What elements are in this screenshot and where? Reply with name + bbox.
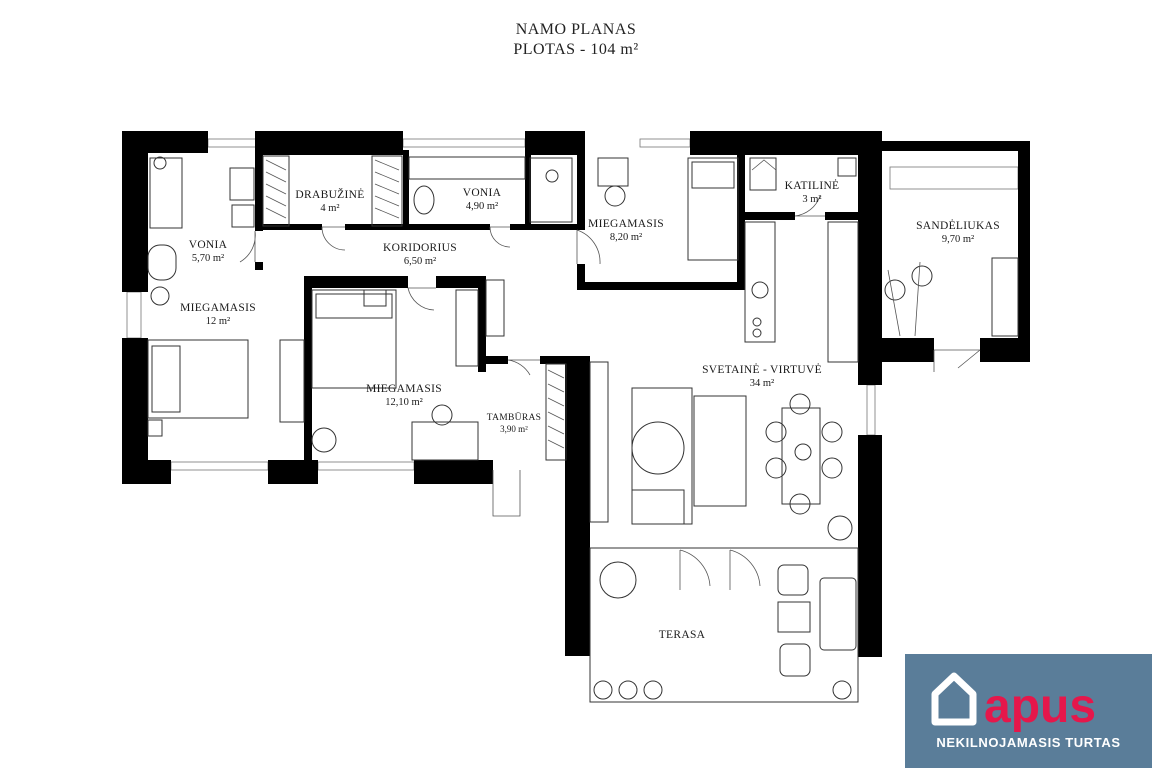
room-area-miegamasis-2: 12,10 m² <box>385 397 423 408</box>
room-name-miegamasis-2: MIEGAMASIS <box>366 383 442 395</box>
room-area-drabuzine: 4 m² <box>320 203 339 214</box>
room-name-sandeliukas: SANDĖLIUKAS <box>916 218 1000 232</box>
room-name-katiline: KATILINĖ <box>785 178 840 192</box>
room-name-drabuzine: DRABUŽINĖ <box>295 187 364 201</box>
room-name-koridorius: KORIDORIUS <box>383 242 457 254</box>
walls <box>122 131 1030 657</box>
room-area-vonia-1: 5,70 m² <box>192 253 224 264</box>
plan-title: NAMO PLANAS <box>516 21 637 38</box>
room-area-tamburas: 3,90 m² <box>500 424 528 434</box>
room-area-miegamasis-3: 8,20 m² <box>610 232 642 243</box>
room-name-miegamasis-3: MIEGAMASIS <box>588 218 664 230</box>
room-name-svetaine-virtuve: SVETAINĖ - VIRTUVĖ <box>702 362 822 376</box>
room-area-vonia-2: 4,90 m² <box>466 201 498 212</box>
logo-brand-text: apus <box>984 680 1096 733</box>
room-area-miegamasis-1: 12 m² <box>206 316 230 327</box>
room-area-sandeliukas: 9,70 m² <box>942 234 974 245</box>
room-name-vonia-1: VONIA <box>189 239 228 251</box>
house-icon <box>931 672 977 726</box>
room-area-svetaine-virtuve: 34 m² <box>750 378 774 389</box>
room-area-koridorius: 6,50 m² <box>404 256 436 267</box>
room-area-katiline: 3 m² <box>802 194 821 205</box>
room-labels: VONIA 5,70 m² DRABUŽINĖ 4 m² VONIA 4,90 … <box>180 178 1000 641</box>
furniture <box>147 155 1019 703</box>
room-name-vonia-2: VONIA <box>463 187 502 199</box>
brand-logo: apus <box>905 654 1152 768</box>
logo-panel <box>905 654 1152 768</box>
doors <box>239 195 981 590</box>
room-name-tamburas: TAMBŪRAS <box>487 411 541 423</box>
room-name-terasa: TERASA <box>659 629 706 641</box>
room-name-miegamasis-1: MIEGAMASIS <box>180 302 256 314</box>
logo-caption: NEKILNOJAMASIS TURTAS <box>936 735 1121 750</box>
plan-area-total: PLOTAS - 104 m² <box>513 41 638 58</box>
